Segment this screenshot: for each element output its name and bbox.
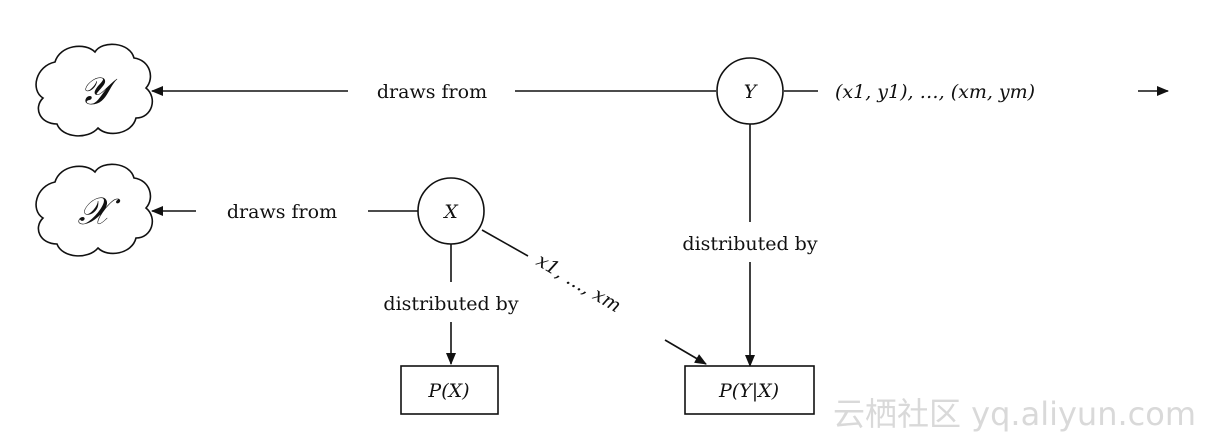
pyx-box: P(Y|X) xyxy=(684,365,815,415)
px-box-label: P(X) xyxy=(427,380,469,402)
x-samples-line-top xyxy=(481,229,529,257)
x-samples-arrow xyxy=(664,339,707,365)
y-node: Y xyxy=(716,57,784,125)
y-node-label: Y xyxy=(744,81,759,103)
x-node: X xyxy=(417,177,485,245)
y-distributed-by-label: distributed by xyxy=(682,233,817,255)
xy-samples-label: (x1, y1), …, (xm, ym) xyxy=(835,81,1035,103)
x-draws-from-label: draws from xyxy=(227,201,337,223)
y-space-cloud: 𝒴 xyxy=(35,43,154,137)
x-space-cloud: 𝒳 xyxy=(35,163,154,257)
x-distributed-by-label: distributed by xyxy=(383,293,518,315)
y-draws-from-label: draws from xyxy=(377,81,487,103)
x-node-label: X xyxy=(442,201,459,223)
px-box: P(X) xyxy=(400,365,499,415)
x-samples-label: x1, …, xm xyxy=(532,249,625,317)
watermark: 云栖社区 yq.aliyun.com xyxy=(833,395,1196,433)
pyx-box-label: P(Y|X) xyxy=(718,380,779,402)
